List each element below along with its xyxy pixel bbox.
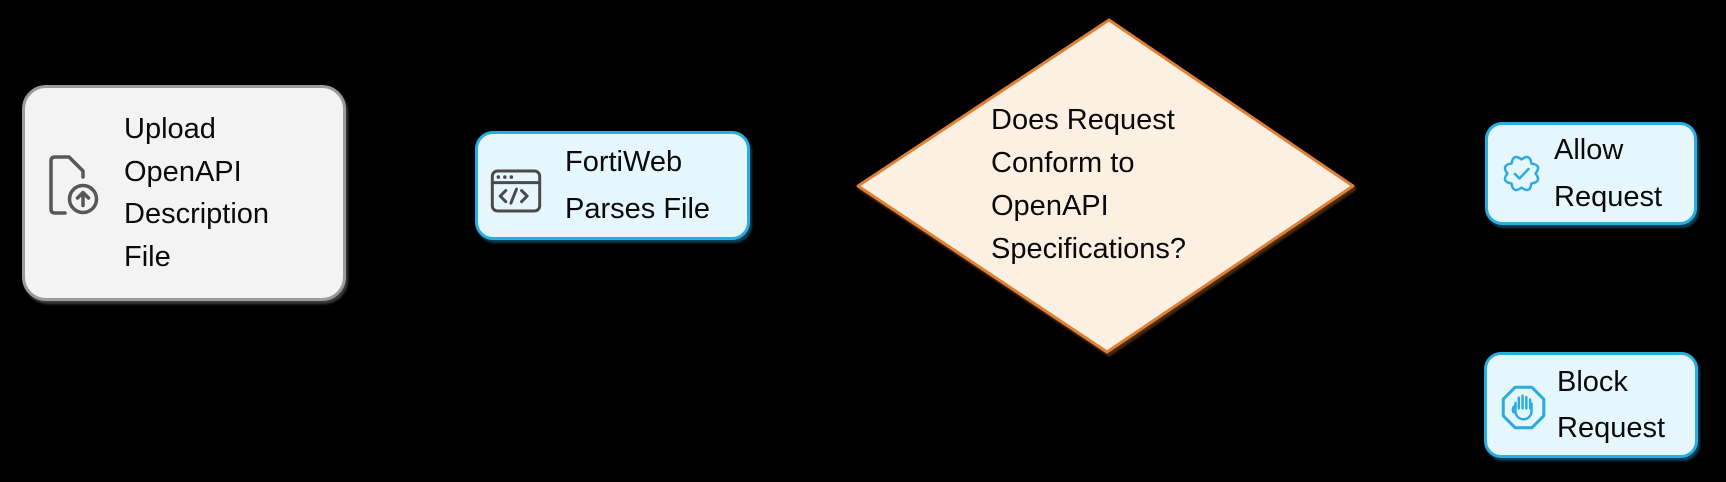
- upload-node-label: Upload OpenAPI Description File: [124, 108, 269, 278]
- label-line: OpenAPI: [991, 190, 1109, 222]
- allow-node-label: Allow Request: [1554, 127, 1662, 220]
- parse-node-label: FortiWeb Parses File: [565, 139, 710, 233]
- label-line: Block: [1557, 365, 1628, 398]
- label-line: Allow: [1554, 134, 1624, 166]
- badge-check-icon: [1503, 155, 1540, 192]
- label-line: Does Request: [991, 104, 1175, 136]
- label-line: File: [124, 240, 171, 273]
- label-line: Conform to: [991, 147, 1135, 179]
- node-allow-request: Allow Request: [1485, 122, 1697, 225]
- node-upload-openapi-file: Upload OpenAPI Description File: [22, 85, 346, 301]
- stop-hand-icon: [1501, 385, 1546, 429]
- label-line: Specifications?: [991, 233, 1187, 265]
- node-block-request: Block Request: [1484, 352, 1698, 458]
- decision-node-label: Does Request Conform to OpenAPI Specific…: [991, 99, 1186, 271]
- file-upload-icon: [49, 154, 99, 215]
- label-line: Parses File: [565, 192, 711, 225]
- label-line: FortiWeb: [565, 145, 683, 178]
- browser-code-icon: [490, 169, 542, 212]
- label-line: Request: [1557, 412, 1666, 444]
- decision-diamond-shape: [856, 18, 1355, 354]
- label-line: Request: [1554, 180, 1663, 213]
- block-node-label: Block Request: [1557, 359, 1665, 452]
- label-line: OpenAPI: [124, 155, 242, 188]
- node-fortiweb-parses-file: FortiWeb Parses File: [475, 131, 750, 240]
- label-line: Upload: [124, 113, 216, 145]
- label-line: Description: [124, 198, 270, 230]
